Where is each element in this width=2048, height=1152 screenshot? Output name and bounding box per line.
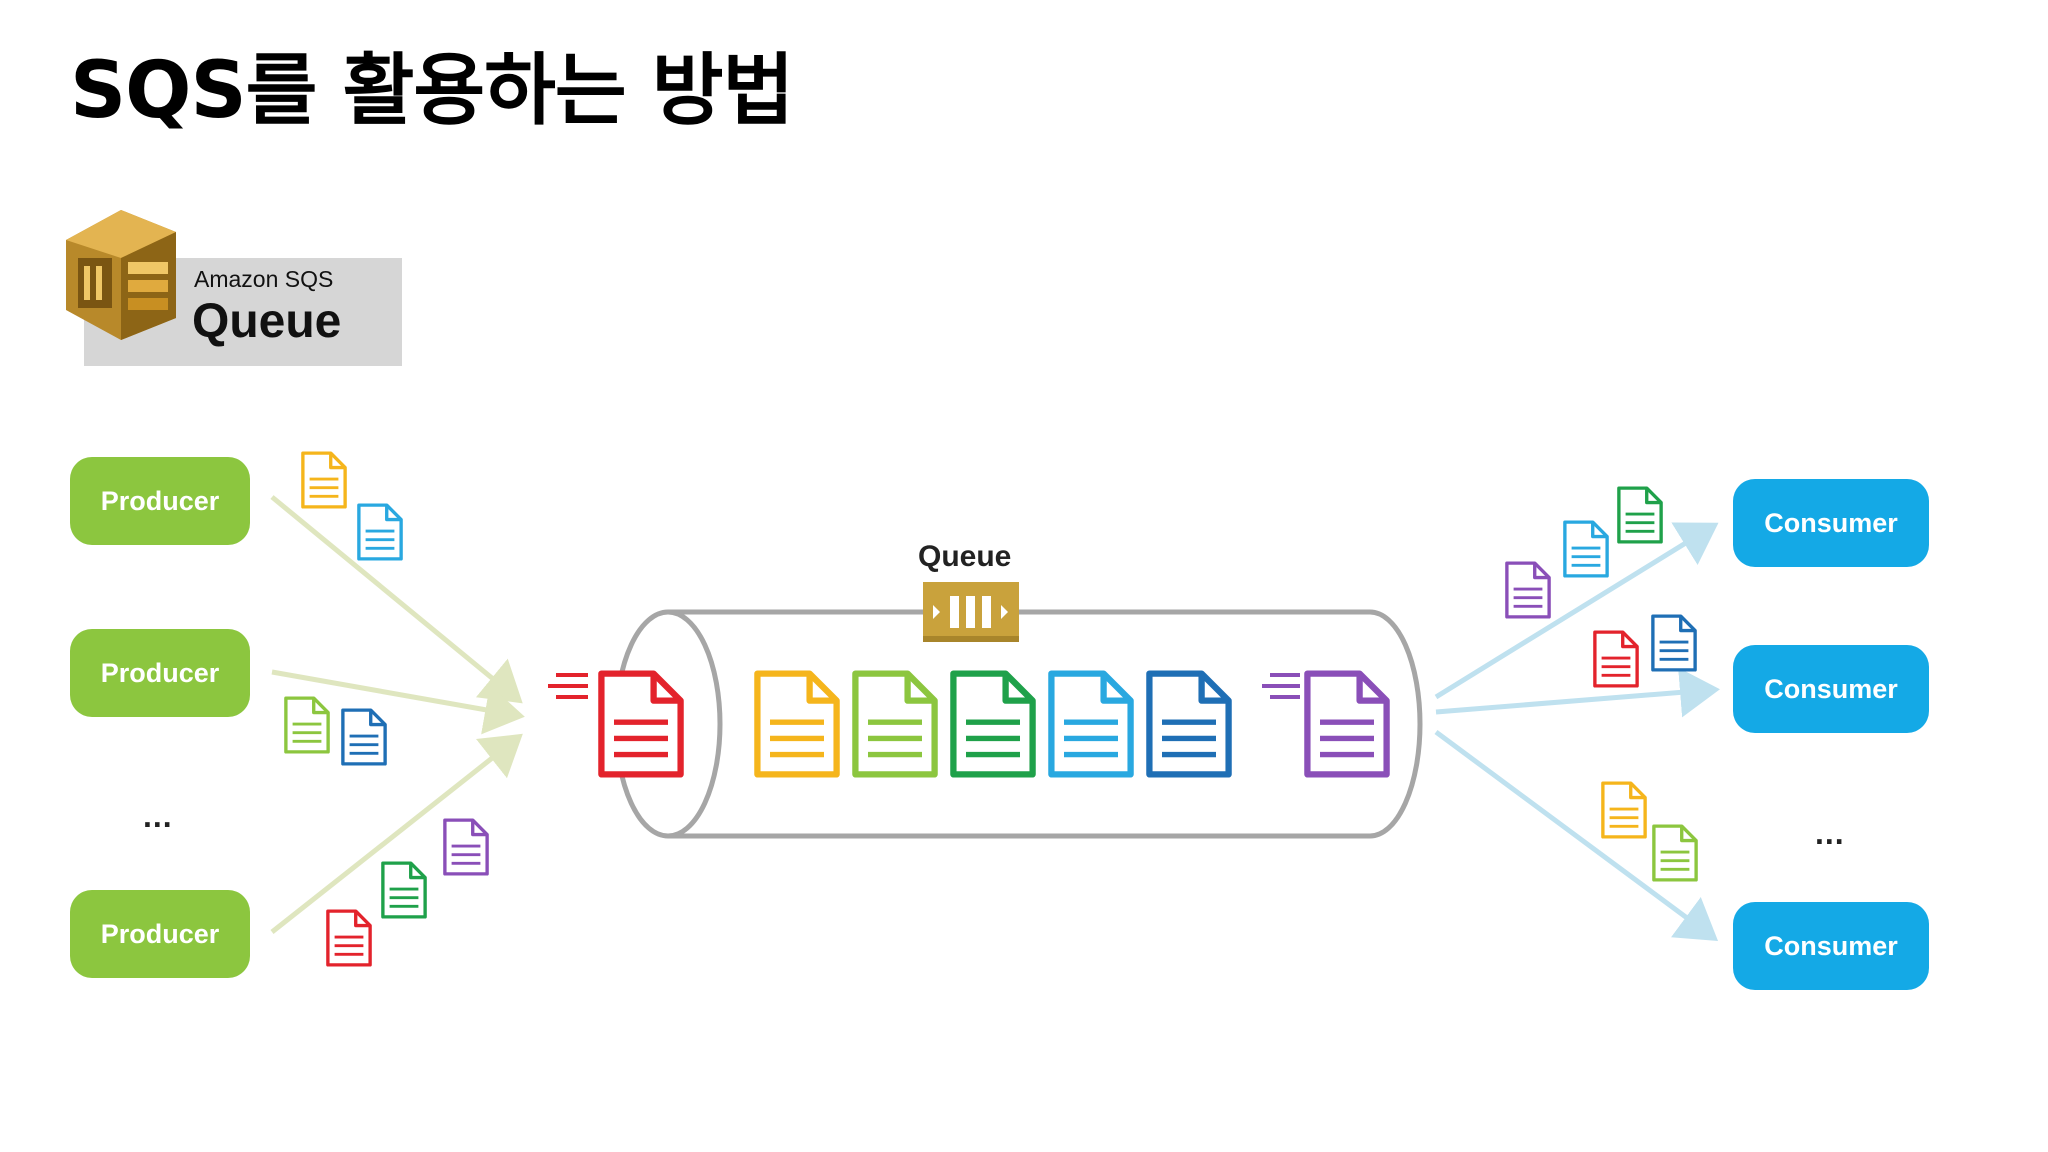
arrow-producer-1 [270,495,523,704]
msg-doc-lightgreen-icon [1652,824,1698,882]
sqs-queue-badge: Amazon SQS Queue [66,210,406,370]
producer-node-2: Producer [70,629,250,717]
producer-ellipsis: ... [143,798,173,834]
msg-doc-red-icon [326,909,372,967]
msg-doc-blue-icon [1651,614,1697,672]
badge-service-name: Amazon SQS [194,266,334,292]
arrow-consumer-1 [1434,522,1719,700]
speed-lines-red [548,673,588,699]
msg-doc-yellow-icon [1601,781,1647,839]
msg-doc-blue-icon [341,708,387,766]
consumer-node-3: Consumer [1733,902,1929,990]
queue-doc-green-icon [953,674,1032,775]
queue-doc-yellow-icon [757,674,836,775]
badge-title: Queue [192,295,342,348]
msg-doc-red-icon [1593,630,1639,688]
msg-doc-lightgreen-icon [284,696,330,754]
producer-node-3: Producer [70,890,250,978]
page-title: SQS를 활용하는 방법 [70,46,794,136]
queue-gold-icon [923,582,1019,642]
msg-doc-purple-icon [1505,561,1551,619]
queue-doc-cyan-icon [1051,674,1130,775]
sqs-logo-icon [66,210,176,340]
msg-doc-cyan-icon [357,503,403,561]
msg-doc-green-icon [381,861,427,919]
msg-doc-green-icon [1617,486,1663,544]
arrow-consumer-2 [1435,667,1720,718]
speed-lines-purple [1262,673,1300,699]
queue-doc-red-icon [601,674,680,775]
arrow-producer-2 [271,669,525,735]
msg-doc-yellow-icon [301,451,347,509]
consumer-arrows [1434,522,1720,941]
queue-doc-lightgreen-icon [855,674,934,775]
queue-label: Queue [918,540,1012,573]
consumer-node-1: Consumer [1733,479,1929,567]
consumer-ellipsis: ... [1815,815,1845,851]
producer-node-1: Producer [70,457,250,545]
consumer-node-2: Consumer [1733,645,1929,733]
queue-doc-blue-icon [1149,674,1228,775]
arrow-producer-3 [270,733,523,934]
msg-doc-cyan-icon [1563,520,1609,578]
msg-doc-purple-icon [443,818,489,876]
arrow-consumer-3 [1434,729,1719,941]
producer-arrows [270,495,525,934]
queue-doc-purple-icon [1307,674,1386,775]
